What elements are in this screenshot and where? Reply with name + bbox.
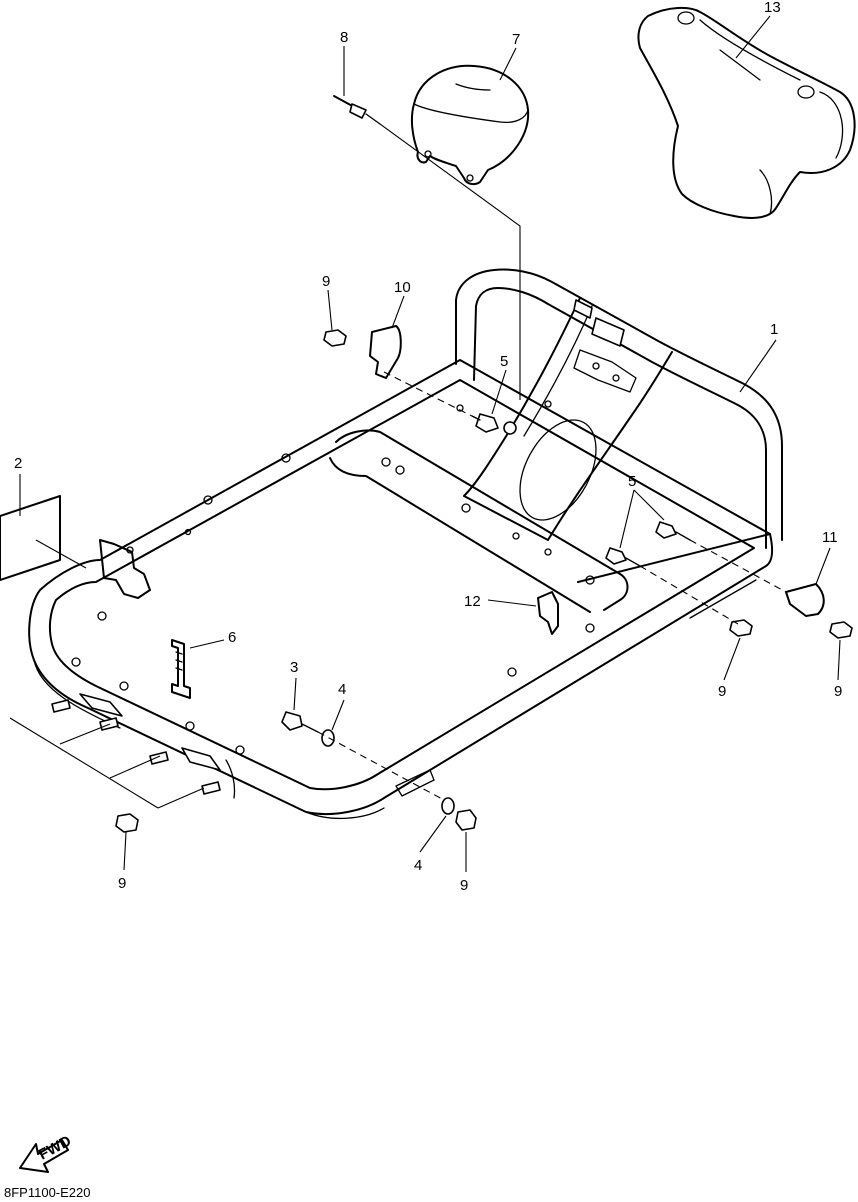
callout-4-upper: 4 — [338, 681, 346, 698]
callout-7: 7 — [512, 31, 520, 48]
bolt-5-right-b — [605, 547, 641, 567]
callout-9-upper: 9 — [322, 273, 330, 290]
callout-9-right-b: 9 — [834, 683, 842, 700]
callout-11: 11 — [822, 529, 838, 546]
washer-4-lower — [441, 797, 455, 815]
clip — [171, 639, 191, 699]
callout-10: 10 — [394, 279, 411, 296]
bracket-right — [785, 583, 825, 617]
callout-5-upper: 5 — [500, 353, 508, 370]
callout-4-lower: 4 — [414, 857, 422, 874]
callout-12: 12 — [464, 593, 481, 610]
callout-2: 2 — [14, 455, 22, 472]
drawing-code: 8FP1100-E220 — [4, 1185, 91, 1200]
callout-9-lower-right: 9 — [460, 877, 468, 894]
fwd-label: FWD — [36, 1132, 74, 1163]
bolt-3 — [281, 711, 319, 733]
main-frame — [28, 268, 783, 820]
callout-1: 1 — [770, 321, 778, 338]
label-sheet — [0, 495, 87, 581]
nut-9-right-b — [829, 621, 853, 639]
nut-9-upper — [323, 329, 347, 347]
callout-9-right-a: 9 — [718, 683, 726, 700]
callout-3: 3 — [290, 659, 298, 676]
cover-cap — [410, 64, 530, 186]
holder — [537, 591, 559, 635]
bolt-5-upper — [471, 413, 517, 435]
callout-9-lower-left: 9 — [118, 875, 126, 892]
callout-13: 13 — [764, 0, 781, 16]
steering-pad-cover — [637, 6, 856, 219]
callout-8: 8 — [340, 29, 348, 46]
callout-6: 6 — [228, 629, 236, 646]
callout-5-right: 5 — [628, 473, 636, 490]
bolt-5-right-a — [655, 521, 691, 541]
rivet — [333, 95, 381, 125]
nut-9-right-a — [729, 619, 753, 637]
fwd-arrow-icon: FWD — [19, 1132, 74, 1173]
bracket-upper — [369, 325, 402, 379]
nut-9-lower-right — [455, 809, 477, 831]
studs — [51, 699, 221, 795]
nut-9-lower-left — [115, 813, 139, 833]
washer-4-upper — [321, 729, 335, 747]
